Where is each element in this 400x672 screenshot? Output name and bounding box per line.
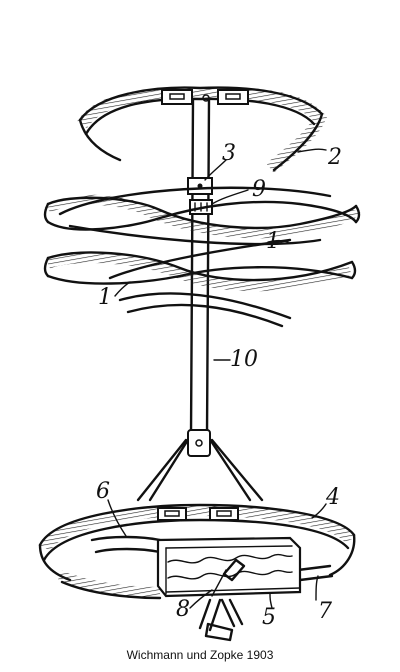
apparatus-illustration: 2 3 9 1 1 10 6 4 7 8 5 — [38, 86, 361, 642]
label-2: 2 — [327, 145, 342, 170]
label-4: 4 — [325, 485, 340, 510]
head-band — [76, 86, 327, 173]
waist-belt — [38, 503, 356, 600]
figure-caption: Wichmann und Zopke 1903 — [126, 648, 274, 662]
label-6: 6 — [96, 479, 110, 504]
label-10: 10 — [230, 347, 258, 372]
upper-crossed-strap — [43, 186, 361, 246]
label-1-left: 1 — [98, 285, 112, 310]
label-9: 9 — [252, 177, 266, 202]
label-3: 3 — [222, 141, 236, 166]
central-rod — [187, 98, 213, 437]
label-8: 8 — [176, 597, 190, 622]
leader-lines — [107, 148, 327, 609]
y-bracket — [136, 429, 264, 502]
crank-handle — [198, 558, 246, 642]
label-7: 7 — [318, 599, 332, 624]
label-1-right: 1 — [266, 229, 280, 254]
lower-crossed-strap — [43, 238, 357, 328]
label-5: 5 — [262, 605, 276, 630]
